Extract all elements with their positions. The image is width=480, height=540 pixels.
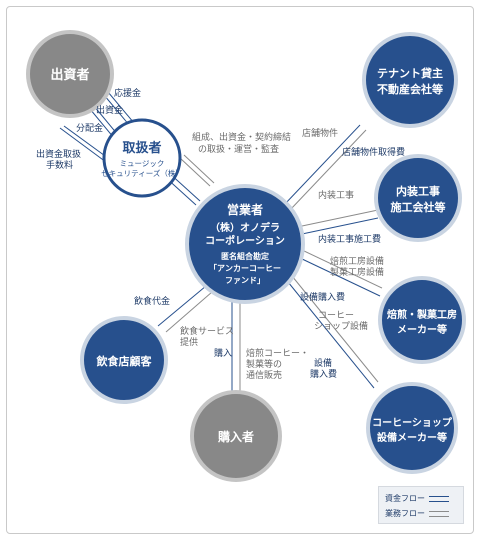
label-store-cost: 店舗物件取得費: [342, 146, 405, 158]
roaster-node: 焙煎・製菓工房 メーカー等: [378, 276, 466, 364]
label-food-fee: 飲食代金: [134, 295, 170, 307]
legend-fund-label: 資金フロー: [385, 494, 425, 503]
label-fee2: 手数料: [46, 159, 73, 171]
label-coffee-equip1: コーヒー: [318, 310, 354, 321]
restaurant-label: 飲食店顧客: [96, 354, 153, 368]
investor-label: 出資者: [50, 67, 89, 83]
label-center-biz2: の取扱・運営・監査: [198, 143, 279, 155]
center-title: 営業者: [227, 202, 263, 217]
center-company1: （株）オノデラ: [210, 221, 280, 234]
interior-line1: 内装工事: [396, 184, 440, 198]
label-equip-cost2a: 設備: [314, 357, 332, 369]
legend: 資金フロー 業務フロー: [378, 486, 464, 524]
buyer-label: 購入者: [217, 429, 254, 444]
fund-flow-lines: [59, 91, 381, 392]
buyer-node: 購入者: [190, 390, 282, 482]
label-sales1: 焙煎コーヒー・: [246, 347, 309, 359]
tenant-node: テナント貸主 不動産会社等: [362, 32, 458, 128]
label-food-service1: 飲食サービス: [180, 325, 234, 337]
business-flow-lines: [165, 129, 383, 392]
coffee-equip-line1: コーヒーショップ: [372, 416, 453, 429]
legend-fund-swatch: [429, 495, 449, 502]
label-fee1: 出資金取扱: [36, 148, 81, 160]
handler-title: 取扱者: [122, 140, 161, 156]
label-roast-equip2: 製菓工房設備: [330, 266, 384, 278]
center-company2: コーポレーション: [205, 234, 285, 247]
tenant-line1: テナント貸主: [377, 66, 443, 80]
handler-sub2: セキュリティーズ（株）: [101, 168, 183, 178]
coffee-equip-line2: 設備メーカー等: [377, 431, 447, 444]
coffee-equip-node: コーヒーショップ 設備メーカー等: [366, 382, 458, 474]
label-interior-cost: 内装工事施工費: [318, 233, 381, 245]
center-account: 匿名組合勘定: [221, 251, 269, 261]
handler-node: 取扱者 ミュージック セキュリティーズ（株）: [101, 118, 183, 198]
label-equip-cost2b: 購入費: [310, 368, 337, 380]
label-food-service2: 提供: [180, 336, 198, 348]
label-invest: 出資金: [96, 104, 123, 116]
label-center-biz1: 組成、出資金・契約締結: [192, 131, 291, 143]
investor-node: 出資者: [26, 30, 114, 118]
legend-business-row: 業務フロー: [385, 508, 449, 519]
interior-node: 内装工事 施工会社等: [374, 154, 462, 242]
tenant-line2: 不動産会社等: [377, 82, 443, 96]
label-support: 応援金: [114, 87, 141, 99]
legend-business-label: 業務フロー: [385, 509, 425, 518]
center-fund1: 「アンカーコーヒー: [209, 263, 281, 273]
label-distribution: 分配金: [76, 122, 103, 134]
roaster-line1: 焙煎・製菓工房: [387, 308, 457, 321]
legend-business-swatch: [429, 510, 449, 517]
roaster-line2: メーカー等: [397, 323, 447, 336]
center-fund2: ファンド」: [225, 276, 265, 285]
center-node: 営業者 （株）オノデラ コーポレーション 匿名組合勘定 「アンカーコーヒー ファ…: [185, 184, 305, 304]
legend-fund-row: 資金フロー: [385, 493, 449, 504]
restaurant-node: 飲食店顧客: [80, 316, 168, 404]
interior-line2: 施工会社等: [391, 200, 446, 214]
label-sales2: 製菓等の: [246, 358, 282, 370]
label-equip-cost: 設備購入費: [300, 291, 345, 303]
label-sales3: 通信販売: [246, 369, 282, 381]
label-roast-equip1: 焙煎工房設備: [330, 255, 384, 267]
label-purchase: 購入: [214, 347, 232, 359]
handler-sub1: ミュージック: [120, 159, 165, 168]
label-interior-work: 内装工事: [318, 189, 354, 201]
label-coffee-equip2: ショップ設備: [314, 320, 368, 332]
label-store-property: 店舗物件: [302, 127, 338, 139]
